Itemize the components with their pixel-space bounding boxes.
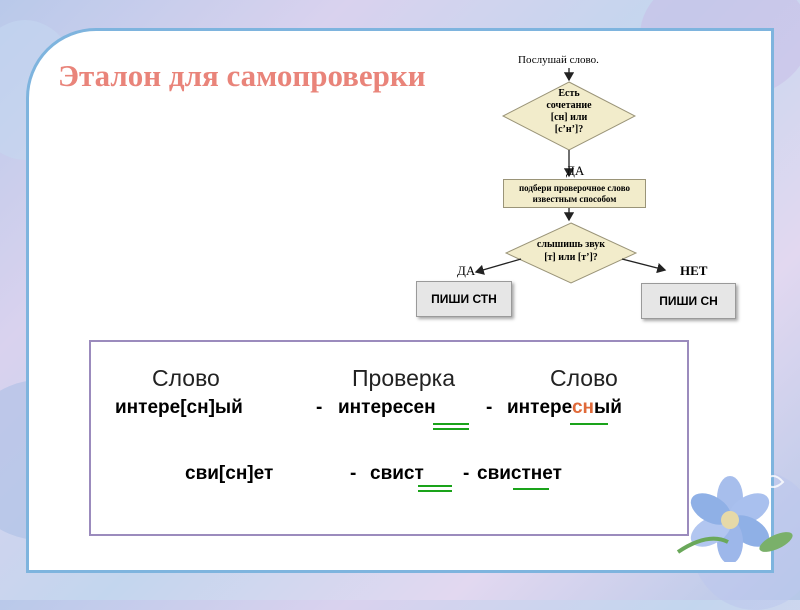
- decision-1-line: [сн] или: [550, 112, 588, 123]
- example-box: [89, 340, 689, 536]
- decision-1-line: сочетание: [546, 100, 592, 111]
- underline: [433, 428, 469, 430]
- yes-label-2: ДА: [457, 263, 476, 278]
- header-check: Проверка: [352, 365, 456, 391]
- flower-decoration-icon: [676, 475, 793, 562]
- row1-answer-highlight: сн: [571, 397, 594, 418]
- step-line: известным способом: [532, 193, 617, 204]
- arrow-no-2: [621, 258, 667, 274]
- decision-1-text: Есть сочетание [сн] или [с’н’]?: [529, 88, 609, 136]
- decision-2-text: слышишь звук [т] или [т’]?: [521, 238, 621, 264]
- row1-dash: -: [316, 397, 323, 418]
- row1-check: интересен: [338, 397, 436, 418]
- decision-1-line: [с’н’]?: [554, 124, 584, 135]
- underline: [433, 423, 469, 425]
- row1-answer-part: ый: [594, 397, 622, 418]
- header-word-result: Слово: [550, 365, 618, 391]
- slide-title: Эталон для самопроверки: [58, 58, 426, 93]
- arrow-yes-2: [474, 258, 522, 275]
- step-line: подбери проверочное слово: [518, 182, 630, 193]
- row1-answer-part: интере: [507, 397, 572, 418]
- row2-check: свист: [370, 463, 424, 484]
- row1-dash: -: [486, 397, 493, 418]
- underline: [418, 485, 452, 487]
- row2-dash: -: [350, 463, 357, 484]
- yes-label-1: ДА: [566, 163, 585, 178]
- result-yes-box: ПИШИ СТН: [416, 281, 512, 317]
- no-label-2: НЕТ: [680, 263, 708, 278]
- underline: [513, 488, 549, 490]
- decision-diamond-2: [504, 222, 638, 284]
- flowchart-start: Послушай слово.: [518, 54, 599, 66]
- row2-dash: -: [463, 463, 470, 484]
- row2-answer: свистнет: [477, 463, 562, 484]
- row2-word: сви[сн]ет: [185, 463, 274, 484]
- result-no-box: ПИШИ СН: [641, 283, 736, 319]
- underline: [418, 490, 452, 492]
- underline: [570, 423, 608, 425]
- decision-1-line: Есть: [558, 88, 580, 99]
- decision-2-line: слышишь звук: [536, 239, 606, 250]
- header-word: Слово: [152, 365, 220, 391]
- row1-word: интере[сн]ый: [115, 397, 243, 418]
- row1-answer: интересный: [507, 397, 622, 419]
- step-box: подбери проверочное слово известным спос…: [503, 179, 646, 208]
- decision-2-line: [т] или [т’]?: [544, 252, 598, 263]
